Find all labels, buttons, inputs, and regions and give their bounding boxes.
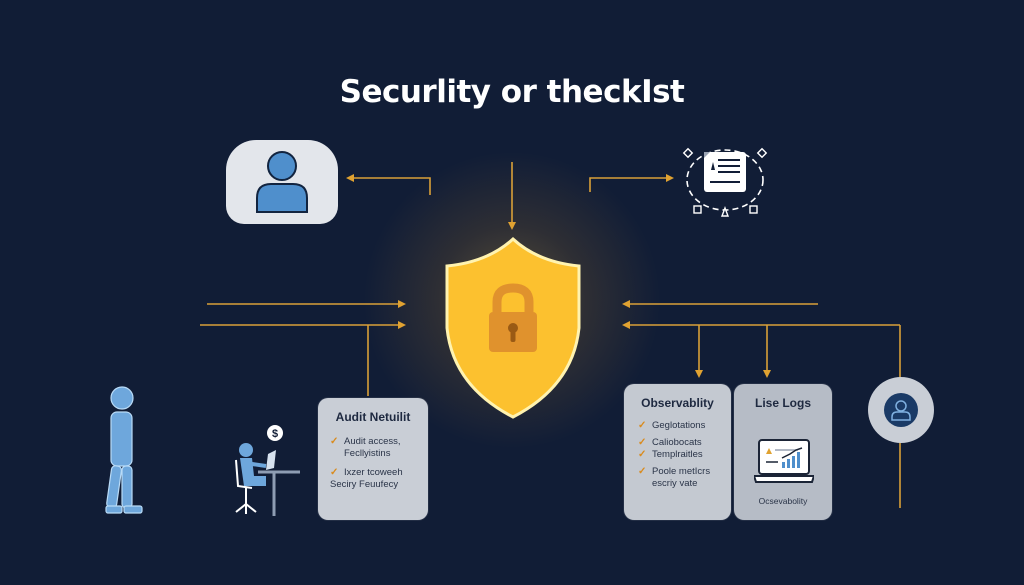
audit-card-title: Audit Netuilit: [335, 410, 411, 424]
laptop-chart-icon: [754, 439, 814, 483]
svg-text:$: $: [272, 428, 278, 440]
logs-card-title: Lise Logs: [754, 396, 811, 410]
observability-card-title: Observablity: [641, 396, 714, 410]
checklist-item: ✓ Geglotations: [638, 420, 706, 431]
audit-checklist: ✓ Audit access, Fecllyistins ✓ Iхzer tco…: [330, 436, 428, 491]
desk-worker-icon: $: [235, 425, 300, 516]
dollar-badge-icon: [267, 425, 283, 441]
checklist-item: ✓ Poole metIcrs escriy vate: [638, 466, 711, 489]
check-icon: ✓: [638, 420, 647, 431]
check-icon: ✓: [330, 436, 339, 447]
user-cloud-icon: [234, 142, 332, 213]
page-title: Securlity or theckIst: [339, 74, 685, 110]
checklist-item: ✓ Caliobocats: [638, 437, 702, 448]
logs-card: Lise Logs Ocsevabolity: [734, 384, 832, 520]
connector-to-cloud: [346, 174, 431, 195]
check-icon: ✓: [330, 467, 339, 478]
checklist-item: ✓ Audit access, Fecllyistins: [330, 436, 401, 459]
shield-lock-icon: [445, 236, 581, 419]
document-cycle-icon: [682, 147, 768, 217]
check-icon: ✓: [638, 466, 647, 477]
user-cloud-node: [226, 140, 338, 224]
check-icon: ✓: [638, 449, 647, 460]
user-circle-icon: [868, 377, 934, 443]
logs-card-caption: Ocsevabolity: [758, 496, 808, 506]
walking-person-icon: [105, 386, 143, 514]
check-icon: ✓: [638, 437, 647, 448]
checklist-item: ✓ Iхzer tcoweeh Seciry Feuufecy: [330, 467, 403, 490]
checklist-item: ✓ Templraitles: [638, 449, 703, 460]
observability-card: Observablity ✓ Geglotations ✓ Caliobocat…: [624, 384, 731, 520]
observability-checklist: ✓ Geglotations ✓ Caliobocats ✓ Templrait…: [638, 420, 731, 490]
audit-card: Audit Netuilit ✓ Audit access, Fecllyist…: [318, 398, 428, 520]
connector-to-document: [589, 174, 674, 192]
